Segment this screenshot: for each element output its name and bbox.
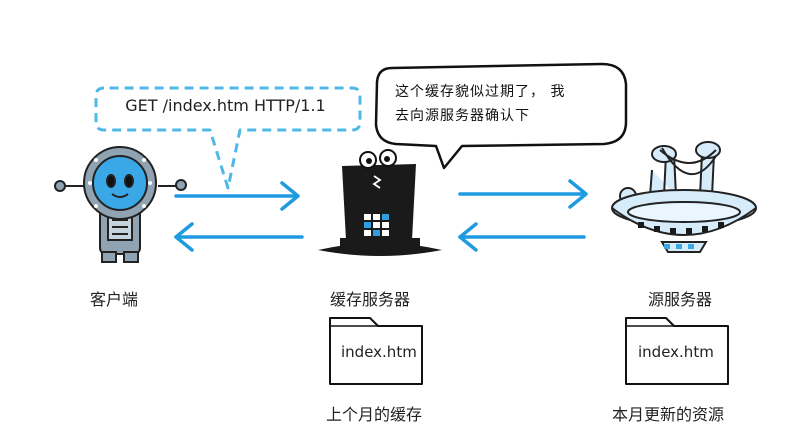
- ufo-icon: [611, 141, 757, 253]
- arrow-cache-to-client: [174, 222, 304, 252]
- speech-bubble: [374, 62, 628, 170]
- top-hat-icon: [318, 149, 442, 256]
- cached-file-name: index.htm: [341, 343, 417, 361]
- speech-line-2: 去向源服务器确认下: [395, 108, 530, 124]
- folder-icon: [329, 317, 423, 385]
- origin-server-label: 源服务器: [648, 290, 713, 309]
- fresh-file-name: index.htm: [638, 343, 714, 361]
- fresh-file-caption: 本月更新的资源: [612, 405, 725, 424]
- speech-text: 这个缓存貌似过期了， 我 去向源服务器确认下: [395, 80, 625, 128]
- robot-icon: [54, 146, 187, 263]
- arrow-origin-to-cache: [458, 222, 586, 252]
- arrow-client-to-cache: [174, 181, 300, 211]
- speech-line-1: 这个缓存貌似过期了， 我: [395, 84, 566, 100]
- cache-server-label: 缓存服务器: [330, 290, 411, 309]
- request-line: GET /index.htm HTTP/1.1: [125, 96, 326, 115]
- arrow-cache-to-origin: [458, 179, 588, 209]
- request-bubble: [94, 86, 362, 190]
- cached-file-caption: 上个月的缓存: [326, 405, 423, 424]
- folder-icon: [625, 317, 729, 385]
- client-label: 客户端: [90, 290, 139, 309]
